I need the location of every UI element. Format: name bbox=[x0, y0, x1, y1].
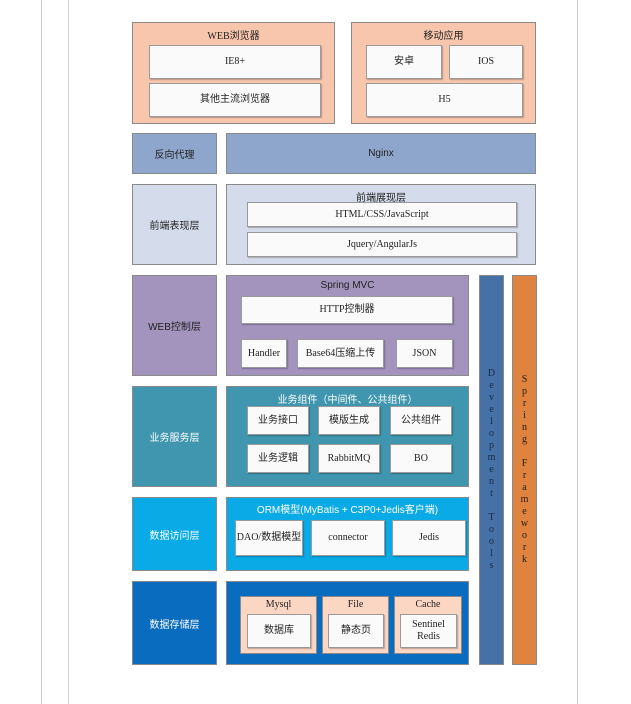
rabbitmq-box: RabbitMQ bbox=[318, 444, 380, 473]
data-storage-layer-label: 数据存储层 bbox=[132, 581, 217, 665]
sentinel-redis-box: Sentinel Redis bbox=[400, 614, 457, 648]
development-tools-text: Development Tools bbox=[486, 368, 497, 572]
ios-box: IOS bbox=[449, 45, 523, 79]
reverse-proxy-label: 反向代理 bbox=[132, 133, 217, 174]
mobile-app-title: 移动应用 bbox=[423, 31, 464, 42]
http-controller-box: HTTP控制器 bbox=[241, 296, 453, 324]
h5-box: H5 bbox=[366, 83, 523, 117]
cache-box: Cache Sentinel Redis bbox=[394, 596, 462, 654]
json-box: JSON bbox=[396, 339, 453, 368]
connector-box: connector bbox=[311, 520, 385, 556]
dao-model-box: DAO/数据模型 bbox=[235, 520, 303, 556]
file-box: File 静态页 bbox=[322, 596, 389, 654]
orm-title: ORM模型(MyBatis + C3P0+Jedis客户端) bbox=[256, 505, 439, 516]
business-components-box: 业务组件（中间件、公共组件） 业务接口 模版生成 公共组件 业务逻辑 Rabbi… bbox=[226, 386, 469, 487]
business-components-title: 业务组件（中间件、公共组件） bbox=[277, 395, 418, 406]
business-logic-box: 业务逻辑 bbox=[247, 444, 309, 473]
database-box: 数据库 bbox=[247, 614, 311, 648]
page-left-inner-edge bbox=[68, 0, 69, 704]
business-service-layer-label: 业务服务层 bbox=[132, 386, 217, 487]
mysql-title: Mysql bbox=[265, 599, 292, 610]
jquery-angular-box: Jquery/AngularJs bbox=[247, 232, 517, 257]
storage-box: Mysql 数据库 File 静态页 Cache Sentinel Redis bbox=[226, 581, 469, 665]
spring-framework-bar: Spring Framework bbox=[512, 275, 537, 665]
frontend-box: 前端展现层 HTML/CSS/JavaScript Jquery/Angular… bbox=[226, 184, 536, 265]
common-components-box: 公共组件 bbox=[390, 406, 452, 435]
frontend-layer-label: 前端表现层 bbox=[132, 184, 217, 265]
page-right-edge bbox=[577, 0, 578, 704]
ie8-box: IE8+ bbox=[149, 45, 321, 79]
redis-label: Redis bbox=[417, 631, 440, 642]
business-api-box: 业务接口 bbox=[247, 406, 309, 435]
bo-box: BO bbox=[390, 444, 452, 473]
cache-title: Cache bbox=[415, 599, 441, 610]
page-left-edge bbox=[41, 0, 42, 704]
other-browsers-box: 其他主流浏览器 bbox=[149, 83, 321, 117]
mysql-box: Mysql 数据库 bbox=[240, 596, 317, 654]
orm-box: ORM模型(MyBatis + C3P0+Jedis客户端) DAO/数据模型 … bbox=[226, 497, 469, 571]
frontend-title: 前端展现层 bbox=[356, 193, 406, 204]
file-title: File bbox=[347, 599, 364, 610]
spring-mvc-box: Spring MVC HTTP控制器 Handler Base64压缩上传 JS… bbox=[226, 275, 469, 376]
handler-box: Handler bbox=[241, 339, 287, 368]
nginx-box: Nginx bbox=[226, 133, 536, 174]
mobile-app-box: 移动应用 安卓 IOS H5 bbox=[351, 22, 536, 124]
spring-mvc-title: Spring MVC bbox=[320, 280, 375, 291]
web-browser-title: WEB浏览器 bbox=[207, 31, 260, 42]
web-browser-box: WEB浏览器 IE8+ 其他主流浏览器 bbox=[132, 22, 335, 124]
base64-upload-box: Base64压缩上传 bbox=[297, 339, 384, 368]
spring-framework-text: Spring Framework bbox=[519, 374, 530, 566]
data-access-layer-label: 数据访问层 bbox=[132, 497, 217, 571]
template-generation-box: 模版生成 bbox=[318, 406, 380, 435]
html-css-js-box: HTML/CSS/JavaScript bbox=[247, 202, 517, 227]
jedis-box: Jedis bbox=[392, 520, 466, 556]
android-box: 安卓 bbox=[366, 45, 442, 79]
web-control-layer-label: WEB控制层 bbox=[132, 275, 217, 376]
sentinel-label: Sentinel bbox=[412, 619, 445, 630]
static-page-box: 静态页 bbox=[328, 614, 384, 648]
development-tools-bar: Development Tools bbox=[479, 275, 504, 665]
